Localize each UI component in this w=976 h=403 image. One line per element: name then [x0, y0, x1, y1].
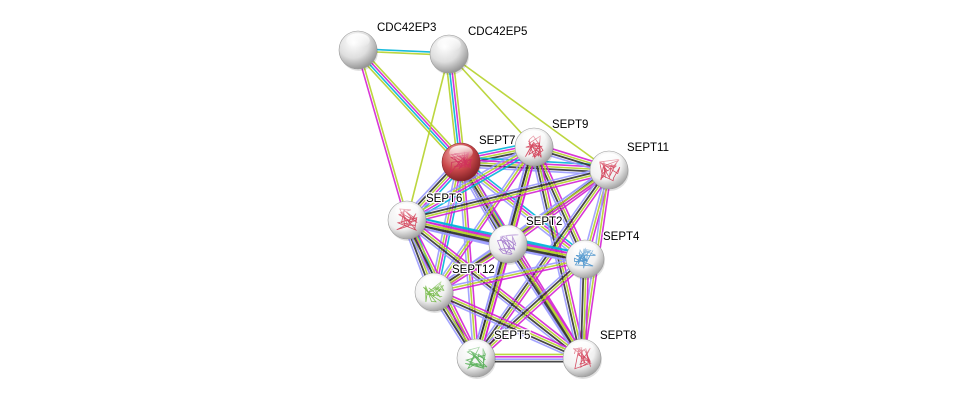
edge-cdc42ep5-sept9[interactable] [448, 53, 535, 148]
edge-line-experiments [434, 260, 586, 296]
node-label: SEPT8 [600, 330, 636, 342]
node-sept9[interactable]: SEPT9 [514, 118, 590, 168]
edge-line-homology [404, 222, 581, 362]
edge-line-textmining [460, 161, 477, 359]
edge-line-experiments [356, 50, 407, 221]
node-sept4[interactable]: SEPT4 [565, 230, 641, 280]
edge-line-experiments [462, 161, 480, 358]
edge-line-homology [432, 294, 581, 363]
edge-sept9-sept12[interactable] [431, 145, 537, 294]
edge-line-experiments [435, 147, 537, 294]
edge-cdc42ep5-sept6[interactable] [406, 53, 450, 221]
edge-line-experiments [407, 147, 535, 222]
edge-line-homology [458, 164, 584, 263]
node-highlight [422, 275, 446, 290]
node-label: CDC42EP5 [468, 26, 527, 38]
node-label: SEPT2 [526, 216, 562, 228]
edge-cdc42ep5-sept11[interactable] [448, 53, 610, 171]
node-label: SEPT5 [494, 330, 530, 342]
node-cdc42ep5[interactable]: CDC42EP5 [429, 25, 529, 75]
edge-line-textmining [434, 290, 583, 358]
edge-line-textmining [448, 53, 610, 171]
edge-line-experiments [358, 48, 463, 162]
edge-line-textmining [476, 259, 587, 360]
node-sept5[interactable]: SEPT5 [456, 329, 532, 379]
edge-line-experiments [463, 159, 586, 357]
node-highlight [346, 33, 370, 48]
edge-line-textmining [358, 49, 409, 220]
node-highlight [464, 341, 488, 356]
edge-line-textmining [433, 258, 586, 293]
edge-sept4-sept5[interactable] [473, 255, 588, 362]
edge-line-coexpression [433, 292, 582, 360]
edge-line-experiments [407, 172, 611, 225]
node-highlight [395, 203, 419, 218]
protein-structure-icon [572, 346, 592, 370]
node-sept8[interactable]: SEPT8 [562, 329, 638, 379]
node-highlight [597, 153, 621, 168]
node-sept2[interactable]: SEPT2 [488, 215, 564, 265]
edge-cdc42ep3-sept7[interactable] [354, 47, 465, 165]
node-sept7[interactable]: SEPT7 [441, 134, 517, 183]
edge-line-homology [405, 165, 609, 218]
edge-cdc42ep3-sept6[interactable] [356, 49, 409, 221]
node-highlight [573, 242, 597, 257]
edge-line-coexpression [473, 243, 508, 358]
node-label: SEPT9 [552, 119, 588, 131]
node-sept6[interactable]: SEPT6 [387, 192, 464, 241]
node-highlight [496, 227, 520, 242]
edge-sept12-sept8[interactable] [432, 287, 584, 363]
edge-line-textmining [406, 53, 450, 221]
node-highlight [570, 341, 594, 356]
edge-line-homology [472, 167, 607, 357]
node-label: CDC42EP3 [377, 22, 436, 34]
edge-line-textmining [407, 170, 610, 222]
edge-line-textmining [433, 146, 535, 293]
edge-line-homology [404, 143, 533, 218]
edge-line-textmining [354, 51, 459, 165]
edge-sept7-sept5[interactable] [457, 161, 480, 359]
edges-layer [354, 47, 613, 363]
edge-line-textmining [448, 53, 535, 148]
edge-line-coexpression [474, 168, 609, 358]
edge-line-homology [460, 165, 609, 176]
edge-line-textmining [476, 244, 510, 359]
edge-line-textmining [534, 146, 587, 259]
edge-line-homology [471, 242, 506, 358]
edge-line-textmining [476, 170, 611, 360]
edge-line-homology [473, 255, 584, 356]
node-highlight [437, 37, 461, 52]
edge-line-experiments [478, 171, 613, 361]
edge-sept11-sept5[interactable] [472, 167, 613, 361]
edge-line-experiments [477, 261, 588, 362]
edge-line-homology [431, 145, 533, 292]
node-highlight [522, 130, 546, 145]
node-label: SEPT11 [627, 142, 669, 154]
edge-sept2-sept5[interactable] [471, 242, 513, 360]
node-label: SEPT7 [479, 135, 515, 147]
node-cdc42ep3[interactable]: CDC42EP3 [338, 21, 438, 71]
edge-sept11-sept6[interactable] [405, 165, 611, 225]
edge-line-coexpression [474, 257, 585, 358]
edge-line-database [356, 50, 461, 164]
node-label: SEPT12 [452, 264, 495, 276]
edge-sept4-sept12[interactable] [433, 255, 586, 296]
node-label: SEPT4 [603, 231, 640, 243]
edge-line-experiments [435, 287, 584, 356]
node-highlight [449, 145, 473, 160]
edge-line-experiments [510, 241, 586, 357]
node-sept11[interactable]: SEPT11 [589, 141, 670, 191]
edge-line-coexpression [406, 167, 609, 220]
edge-line-homology [433, 255, 585, 291]
node-sept12[interactable]: SEPT12 [414, 263, 496, 313]
edge-line-homology [457, 162, 475, 359]
edge-line-textmining [360, 47, 465, 161]
node-label: SEPT6 [426, 193, 462, 205]
edge-line-textmining [406, 145, 534, 220]
edge-line-experiments [478, 244, 513, 360]
